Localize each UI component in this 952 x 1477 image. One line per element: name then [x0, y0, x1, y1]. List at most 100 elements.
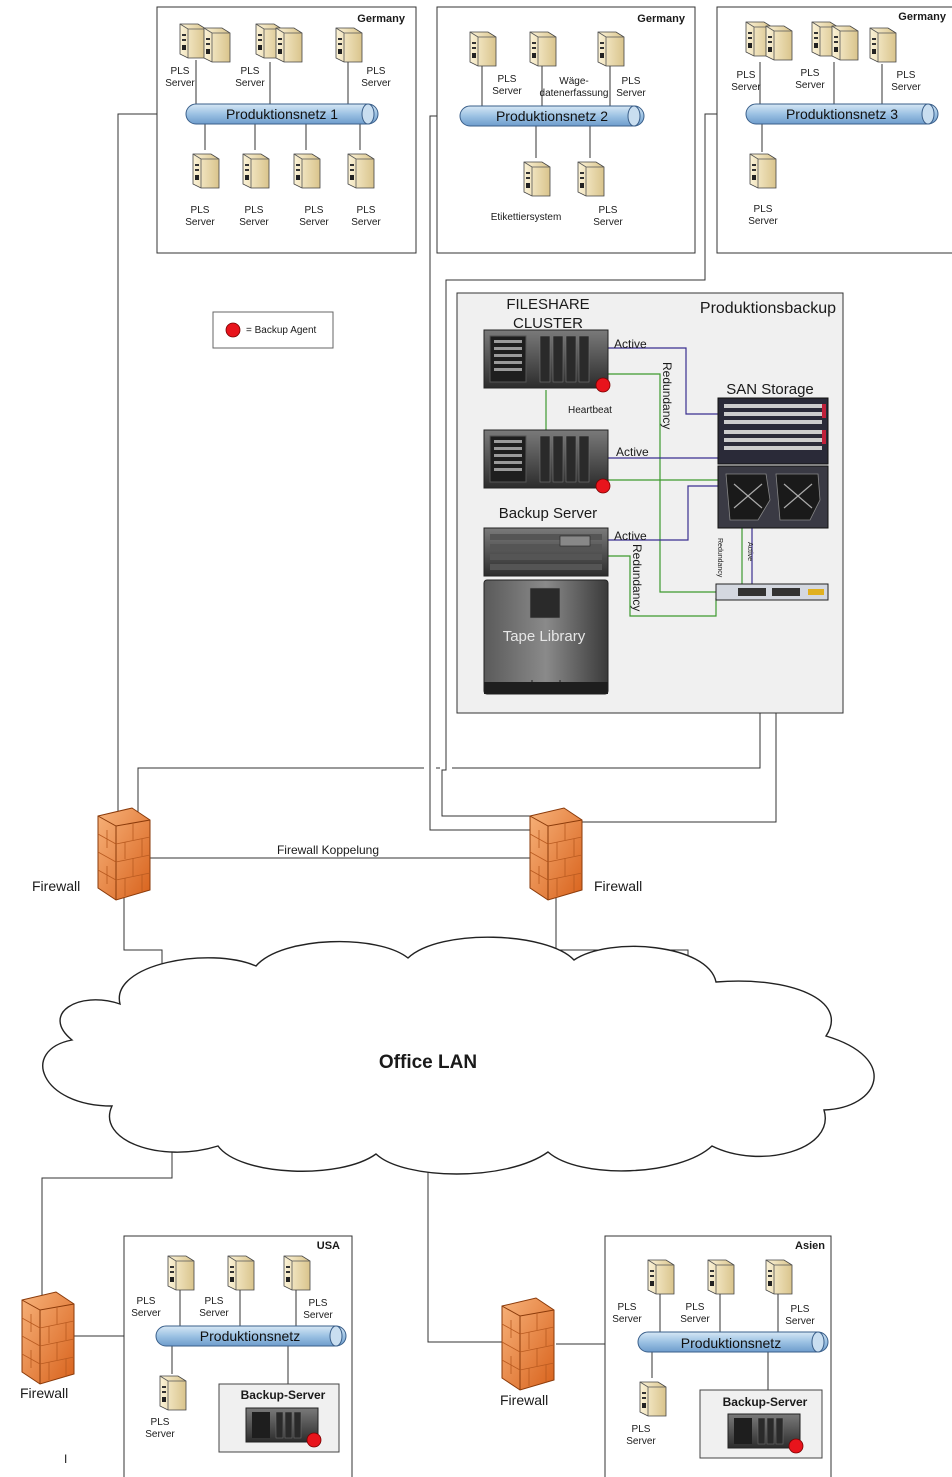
asien-backup-server: Backup-Server — [699, 1389, 823, 1459]
server-icon — [647, 1259, 675, 1295]
pipe-produktionsnetz-3: Produktionsnetz 3 — [745, 103, 939, 125]
redundancy-link — [608, 555, 717, 617]
link-lan-firewall-usa — [41, 1150, 173, 1296]
server-label: Server — [235, 78, 265, 89]
tape-library: Tape Library — [483, 579, 609, 695]
pipe-produktionsnetz-1: Produktionsnetz 1 — [185, 103, 379, 125]
firewall-usa-icon — [21, 1291, 75, 1385]
network-label: Produktionsnetz — [200, 1328, 300, 1344]
usa-backup-server: Backup-Server — [218, 1383, 340, 1453]
server-label: Server — [131, 1308, 161, 1319]
server-icon — [597, 31, 625, 67]
region-title: USA — [317, 1240, 340, 1252]
server-label: PLS — [309, 1298, 328, 1309]
server-label: PLS — [686, 1302, 705, 1313]
server-label: Server — [185, 217, 215, 228]
fileshare-node-2 — [483, 429, 611, 494]
server-label: PLS — [205, 1296, 224, 1307]
network-label: Produktionsnetz — [681, 1335, 781, 1351]
pipe-produktionsnetz-2: Produktionsnetz 2 — [459, 105, 645, 127]
office-lan-cloud: Office LAN — [42, 936, 875, 1175]
server-label: PLS — [241, 66, 260, 77]
backup-agent-icon — [595, 377, 611, 393]
server-cluster-2 — [811, 21, 859, 61]
server-label: Server — [612, 1314, 642, 1325]
server-label: PLS — [754, 204, 773, 215]
backup-server-title: Backup Server — [499, 505, 597, 522]
server-icon — [347, 153, 375, 189]
server-label: PLS — [737, 70, 756, 81]
firewall-label: Firewall — [32, 878, 80, 894]
server-label: PLS — [357, 205, 376, 216]
link-firewall-left-lan — [123, 894, 163, 972]
firewall-left-icon — [97, 807, 151, 901]
server-label: Server — [626, 1436, 656, 1447]
produktionsbackup: Produktionsbackup FILESHARE CLUSTER — [456, 292, 844, 714]
firewall-label: Firewall — [20, 1385, 68, 1401]
link-pn3-firewall-right — [441, 113, 748, 817]
cluster-title: FILESHARE — [506, 296, 589, 313]
firewall-label: Firewall — [594, 878, 642, 894]
server-label: PLS — [137, 1296, 156, 1307]
active-label: Active — [614, 529, 647, 543]
backup-agent-icon — [306, 1432, 322, 1448]
server-label: Server — [680, 1314, 710, 1325]
pipe-produktionsnetz-usa: Produktionsnetz — [155, 1325, 347, 1347]
office-lan-label: Office LAN — [379, 1052, 477, 1073]
backup-server-rack — [483, 527, 609, 577]
server-label: Server — [616, 88, 646, 99]
server-label: Server — [351, 217, 381, 228]
server-label: Server — [492, 86, 522, 97]
etikett-label: Etikettiersystem — [491, 212, 562, 223]
server-label: PLS — [622, 76, 641, 87]
server-label: PLS — [801, 68, 820, 79]
network-label: Produktionsnetz 3 — [786, 106, 898, 122]
server-icon — [335, 27, 363, 63]
backup-server-label: Backup-Server — [723, 1395, 808, 1409]
server-label: Server — [748, 216, 778, 227]
firewall-right-icon — [529, 807, 583, 901]
active-label: Active — [746, 542, 753, 561]
waege-label: datenerfassung — [540, 88, 609, 99]
server-label: PLS — [245, 205, 264, 216]
tape-label: Tape Library — [503, 628, 586, 645]
server-label: PLS — [791, 1304, 810, 1315]
link-lan-firewall-asien — [427, 1162, 502, 1343]
active-link — [608, 485, 718, 541]
server-label: Server — [199, 1308, 229, 1319]
server-icon — [242, 153, 270, 189]
server-label: Server — [145, 1429, 175, 1440]
server-label: Server — [795, 80, 825, 91]
firewall-asien-icon — [501, 1297, 555, 1391]
san-label: SAN Storage — [726, 381, 814, 398]
backup-agent-icon — [788, 1438, 804, 1454]
server-icon — [523, 161, 551, 197]
pipe-produktionsnetz-asien: Produktionsnetz — [637, 1331, 829, 1353]
server-icon — [749, 153, 777, 189]
server-label: Server — [239, 217, 269, 228]
redundancy-link — [608, 373, 716, 593]
server-label: Server — [303, 1310, 333, 1321]
fileshare-node-1 — [483, 329, 611, 393]
stray-mark: I — [64, 1452, 67, 1466]
waege-label: Wäge- — [559, 76, 588, 87]
network-label: Produktionsnetz 1 — [226, 106, 338, 122]
server-icon — [227, 1255, 255, 1291]
server-label: Server — [731, 82, 761, 93]
server-icon — [469, 31, 497, 67]
region-title: Germany — [357, 13, 406, 25]
active-label: Active — [616, 445, 649, 459]
legend: = Backup Agent — [212, 311, 334, 349]
server-icon — [765, 1259, 793, 1295]
server-label: PLS — [498, 74, 517, 85]
server-icon — [167, 1255, 195, 1291]
region-title: Asien — [795, 1240, 825, 1252]
server-icon — [577, 161, 605, 197]
server-icon — [293, 153, 321, 189]
